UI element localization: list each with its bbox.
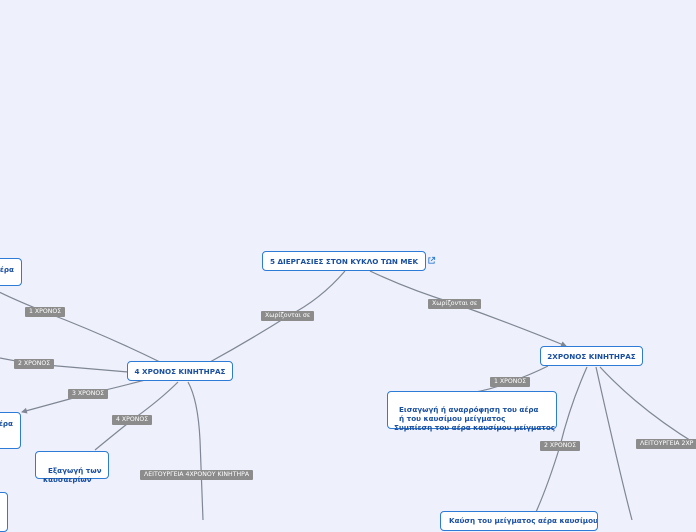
- intake-compression-node[interactable]: Εισαγωγή ή αναρρόφηση του αέρα ή του καυ…: [387, 391, 557, 432]
- left-partial-node-bottom[interactable]: [0, 492, 8, 532]
- left-partial-node-mid[interactable]: έρα: [0, 412, 21, 449]
- combustion-node-label: Καύση του μείγματος αέρα καυσίμου: [449, 516, 598, 525]
- connector-two-stroke-operation: [599, 366, 696, 445]
- connector-four-stroke-operation: [187, 381, 204, 520]
- link-four-stroke-4[interactable]: 4 ΧΡΟΝΟΣ: [112, 415, 153, 425]
- root-topic[interactable]: 5 ΔΙΕΡΓΑΣΙΕΣ ΣΤΟΝ ΚΥΚΛΟ ΤΩΝ ΜΕΚ: [262, 251, 426, 271]
- exhaust-gases-node[interactable]: Εξαγωγή των καυσαερίων: [35, 451, 109, 484]
- connector-two-stroke-3: [595, 366, 633, 520]
- link-four-stroke-2[interactable]: 2 ΧΡΟΝΟΣ: [14, 359, 55, 369]
- link-two-stroke-1[interactable]: 1 ΧΡΟΝΟΣ: [490, 377, 531, 387]
- link-four-stroke-3[interactable]: 3 ΧΡΟΝΟΣ: [68, 389, 109, 399]
- link-four-stroke-operation[interactable]: ΛΕΙΤΟΥΡΓΕΙΑ 4ΧΡΟΝΟΥ ΚΙΝΗΤΗΡΑ: [140, 470, 254, 480]
- connector-four-stroke-1: [0, 291, 161, 363]
- link-root-to-two-stroke[interactable]: Χωρίζονται σε: [428, 299, 482, 309]
- link-root-to-four-stroke[interactable]: Χωρίζονται σε: [261, 311, 315, 321]
- root-topic-label: 5 ΔΙΕΡΓΑΣΙΕΣ ΣΤΟΝ ΚΥΚΛΟ ΤΩΝ ΜΕΚ: [269, 256, 419, 266]
- external-link-icon[interactable]: [427, 256, 436, 265]
- left-partial-node-top-label: έρα: [0, 265, 14, 274]
- combustion-node-partial[interactable]: Καύση του μείγματος αέρα καυσίμου: [440, 511, 598, 531]
- four-stroke-engine-label: 4 ΧΡΟΝΟΣ ΚΙΝΗΤΗΡΑΣ: [134, 366, 226, 376]
- left-partial-node-mid-label: έρα: [0, 419, 13, 428]
- left-partial-node-top[interactable]: έρα: [0, 258, 22, 286]
- link-two-stroke-operation[interactable]: ΛΕΙΤΟΥΡΓΕΙΑ 2ΧΡ: [636, 439, 696, 449]
- two-stroke-engine-label: 2ΧΡΟΝΟΣ ΚΙΝΗΤΗΡΑΣ: [547, 351, 636, 361]
- four-stroke-engine-node[interactable]: 4 ΧΡΟΝΟΣ ΚΙΝΗΤΗΡΑΣ: [127, 361, 233, 381]
- link-two-stroke-2[interactable]: 2 ΧΡΟΝΟΣ: [540, 441, 581, 451]
- intake-compression-label: Εισαγωγή ή αναρρόφηση του αέρα ή του καυ…: [394, 405, 556, 432]
- connector-two-stroke-2: [535, 366, 588, 513]
- link-four-stroke-1[interactable]: 1 ΧΡΟΝΟΣ: [25, 307, 66, 317]
- two-stroke-engine-node[interactable]: 2ΧΡΟΝΟΣ ΚΙΝΗΤΗΡΑΣ: [540, 346, 643, 366]
- exhaust-gases-label: Εξαγωγή των καυσαερίων: [43, 466, 102, 484]
